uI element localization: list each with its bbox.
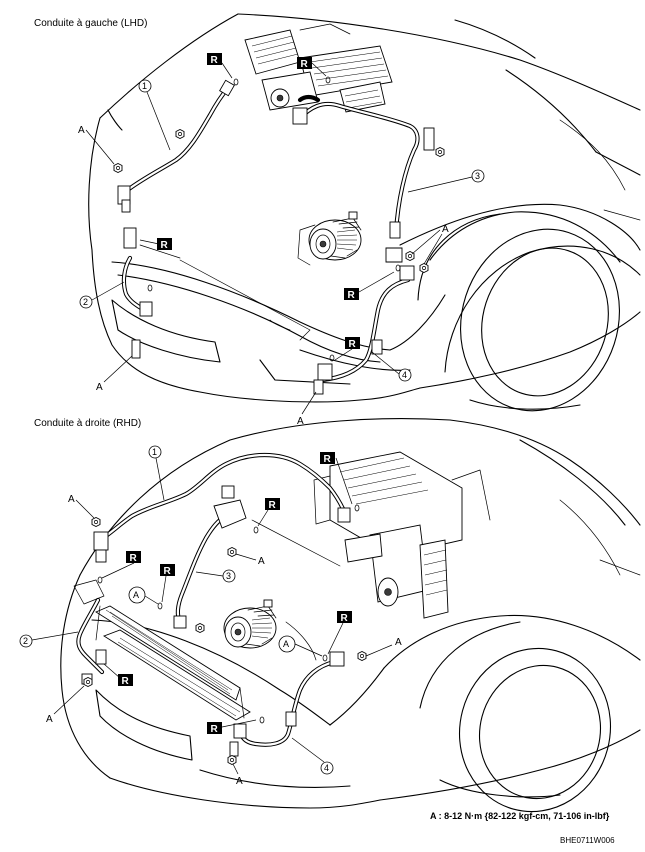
lhd-pipe-3 [292,94,435,263]
rhd-callout-1: 1 [148,445,165,501]
lhd-callout-3: 3 [407,169,485,193]
rhd-replace-marker-3 [126,551,141,564]
rhd-nut-a3 [83,677,93,687]
lhd-car-body [88,13,641,412]
rhd-torque-label-a5: A [236,776,243,787]
svg-text:1: 1 [152,447,157,457]
lhd-torque-label-a2: A [442,224,449,235]
rhd-nut-a1 [91,517,101,527]
rhd-pipe-2 [73,579,107,685]
rhd-nut [227,547,237,557]
rhd-oring [97,576,103,584]
svg-text:4: 4 [324,763,329,773]
rhd-car-body [60,418,641,813]
rhd-torque-label-a4: A [46,714,53,725]
rhd-replace-marker-2 [265,498,280,511]
lhd-hvac-unit [244,23,393,113]
lhd-nut-a4 [419,263,429,273]
lhd-torque-label-a4: A [297,416,304,427]
lhd-pipe-4 [313,265,415,395]
rhd-replace-marker-6 [118,674,133,687]
rhd-section: Conduite à droite (RHD) [19,418,641,845]
svg-text:4: 4 [402,370,407,380]
svg-text:1: 1 [142,81,147,91]
lhd-nut-a3 [405,251,415,261]
figure-code: BHE0711W006 [560,836,615,845]
rhd-compressor [223,599,277,649]
lhd-callout-4: 4 [371,351,412,382]
rhd-replace-marker-4 [160,564,175,577]
svg-text:2: 2 [83,297,88,307]
lhd-oring [233,78,239,86]
lhd-compressor [308,211,362,261]
lhd-replace-marker-4 [344,288,359,301]
rhd-nut [195,623,205,633]
rhd-torque-label-a1: A [68,494,75,505]
svg-text:A: A [133,590,139,600]
rhd-oring [253,526,259,534]
rhd-oring [157,602,163,610]
lhd-torque-label-a1: A [78,125,85,136]
lhd-section: Conduite à gauche (LHD) [34,13,641,427]
rhd-replace-marker-7 [207,722,222,735]
svg-text:3: 3 [226,571,231,581]
rhd-nut-a4 [227,755,237,765]
rhd-nut-a2 [357,651,367,661]
lhd-replace-marker-1 [207,53,222,66]
lhd-callout-2: 2 [79,281,125,309]
svg-text:3: 3 [475,171,480,181]
lhd-replace-marker-2 [297,57,312,70]
rhd-replace-marker-1 [320,452,335,465]
lhd-replace-marker-5 [345,337,360,350]
lhd-oring [147,284,153,292]
rhd-callout-2: 2 [19,631,79,648]
rhd-pipe-3 [173,485,247,629]
lhd-oring [395,264,401,272]
rhd-hvac-unit [313,451,491,619]
lhd-torque-label-a3: A [96,382,103,393]
rhd-callout-4: 4 [291,737,334,775]
lhd-pipe-1 [117,79,235,213]
rhd-torque-label-a3: A [395,637,402,648]
lhd-pipe-2 [121,227,153,359]
rhd-pipe-1 [93,453,351,563]
svg-text:A: A [283,639,289,649]
rhd-view-callout-a2: A [278,635,323,657]
rhd-pipe-4 [229,651,345,757]
rhd-section-title: Conduite à droite (RHD) [34,418,141,429]
lhd-nut-a1 [113,163,123,173]
lhd-callout-1: 1 [138,79,171,151]
torque-spec-note: A : 8-12 N·m {82-122 kgf-cm, 71-106 in-l… [430,811,610,821]
rhd-oring [259,716,265,724]
svg-text:2: 2 [23,636,28,646]
lhd-section-title: Conduite à gauche (LHD) [34,18,147,29]
lhd-nut [435,147,445,157]
rhd-callout-3: 3 [195,569,236,583]
rhd-oring [322,654,328,662]
rhd-torque-label-a2: A [258,556,265,567]
rhd-replace-marker-5 [337,611,352,624]
lhd-nut [175,129,185,139]
lhd-replace-marker-3 [157,238,172,251]
rhd-view-callout-a1: A [128,586,159,605]
